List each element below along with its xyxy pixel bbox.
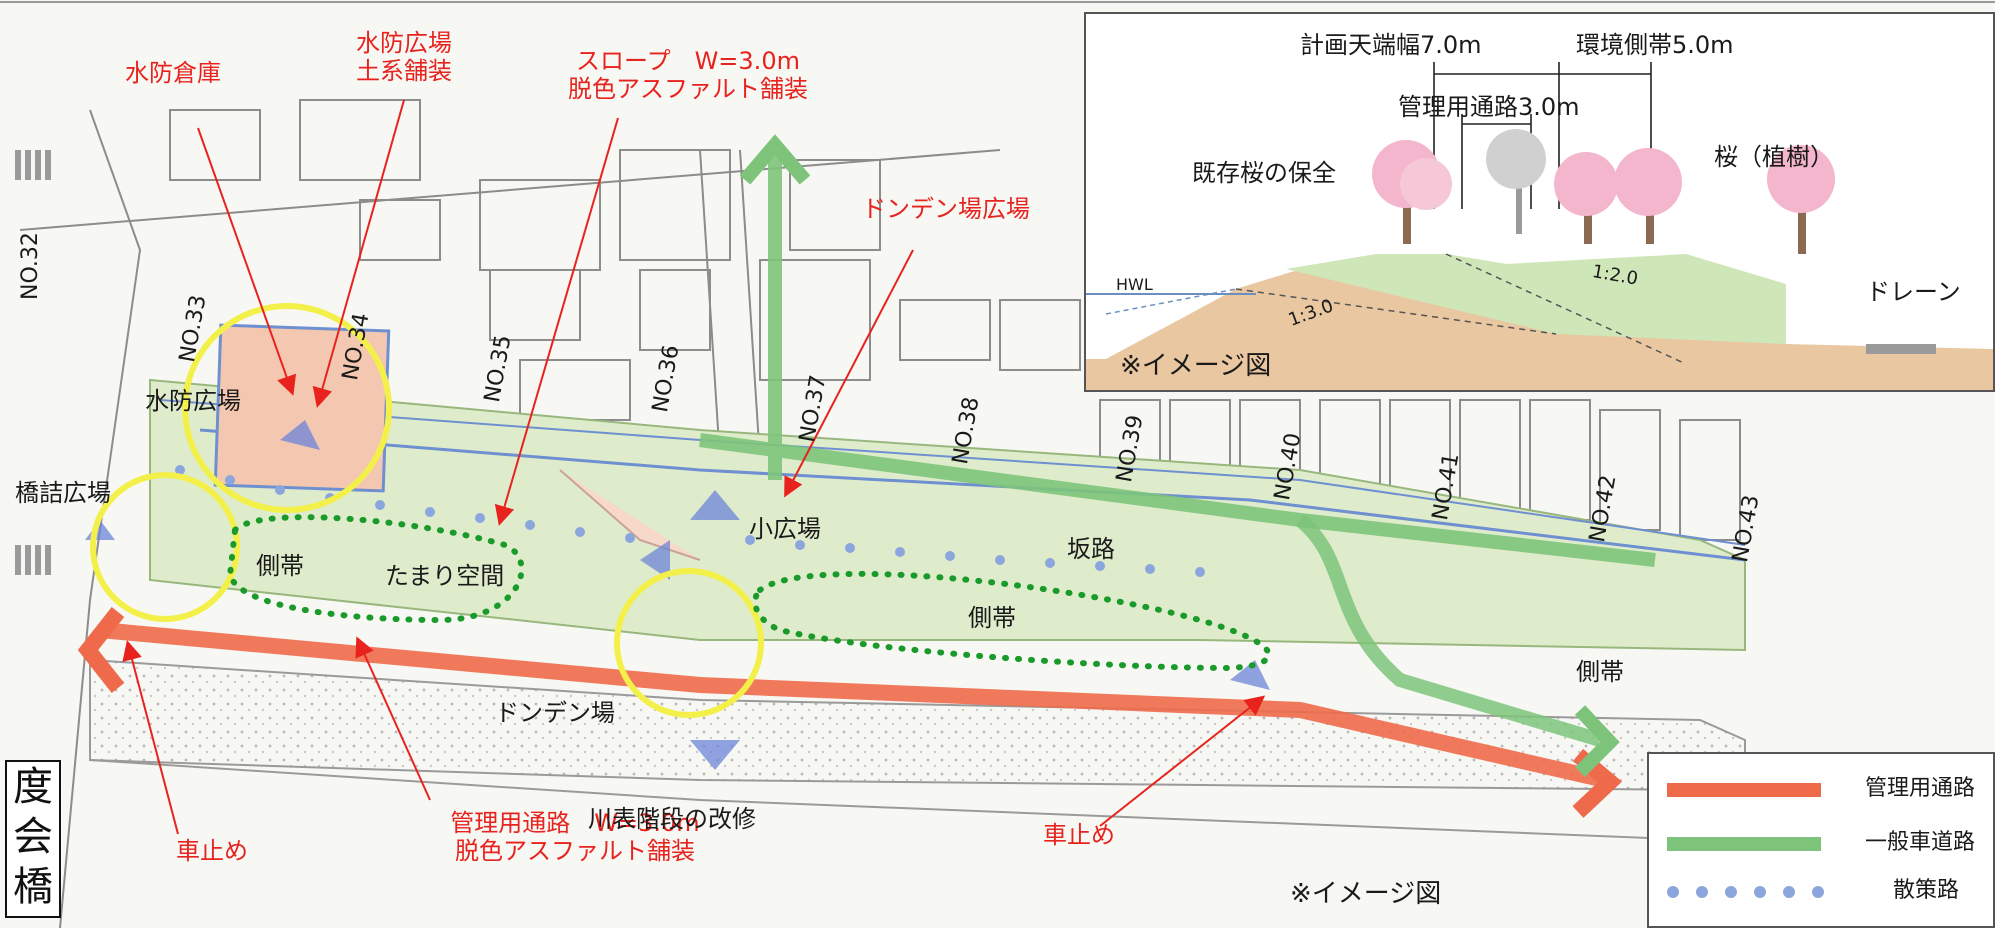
walking-path [175,465,1205,577]
callout-kanri-line1: 管理用通路 W=3.0m [450,809,700,837]
section-drain: ドレーン [1866,278,1961,306]
station-no32: NO.32 [18,232,43,300]
cross-section-inset: 計画天端幅7.0m 環境側帯5.0m 管理用通路3.0m 既存桜の保全 桜（植樹… [1084,12,1995,392]
cross-section-drawing [1086,62,1993,390]
section-top-width: 計画天端幅7.0m [1300,31,1482,59]
callout-kurumadome-left: 車止め [176,837,248,865]
callout-slope: スロープ W=3.0m 脱色アスファルト舗装 [538,47,838,103]
section-existing-sakura: 既存桜の保全 [1192,159,1336,187]
legend-swatches [1667,783,1824,898]
area-sokutai-3: 側帯 [1576,658,1624,686]
callout-suibou-hiroba: 水防広場 土系舗装 [344,29,464,85]
bridge-char-3: 橋 [13,864,53,910]
area-kaidan: 川表階段の改修 [588,805,756,833]
bridge-name-box: 度 会 橋 [5,760,61,918]
callout-suibou-souko: 水防倉庫 [125,59,221,87]
callout-slope-line2: 脱色アスファルト舗装 [568,74,808,103]
area-sokutai-1: 側帯 [256,552,304,580]
callout-slope-line1: スロープ W=3.0m [576,47,800,75]
area-sakamichi: 坂路 [1067,535,1115,563]
crosswalk [15,150,51,575]
section-env-belt: 環境側帯5.0m [1576,31,1734,59]
area-suibou-hiroba: 水防広場 [145,387,241,415]
section-image-note: ※イメージ図 [1120,351,1272,381]
legend: 管理用通路 一般車道路 散策路 [1647,752,1995,928]
legend-swatch-walking [1667,886,1824,898]
area-ko-hiroba: 小広場 [749,515,821,543]
callout-suibou-hiroba-line1: 水防広場 [356,29,452,57]
callout-leaders [122,99,1266,835]
callout-kanri-line2: 脱色アスファルト舗装 [455,836,695,865]
focus-circles [90,303,764,718]
area-hashizume-hiroba: 橋詰広場 [15,479,111,507]
callout-donden-hiroba: ドンデン場広場 [862,195,1030,223]
bridge-char-2: 会 [13,814,53,860]
sakura-trees [1372,129,1835,254]
plan-image-note: ※イメージ図 [1290,879,1442,909]
management-road-line [99,622,1607,788]
section-mgmt-road: 管理用通路3.0m [1398,93,1580,121]
legend-label-general: 一般車道路 [1865,830,1976,855]
callout-kurumadome-right: 車止め [1043,821,1115,849]
legend-label-management: 管理用通路 [1865,776,1976,801]
callout-kanri-road: 管理用通路 W=3.0m 脱色アスファルト舗装 [420,809,730,865]
sokutai-outlines [226,514,1272,672]
area-donden: ドンデン場 [495,699,615,727]
bridge-char-1: 度 [13,764,53,810]
legend-label-walking: 散策路 [1893,878,1960,903]
section-hwl: HWL [1116,275,1153,294]
area-tamari: たまり空間 [385,562,505,590]
callout-suibou-hiroba-line2: 土系舗装 [356,56,452,85]
section-planted-sakura: 桜（植樹） [1714,143,1834,171]
area-sokutai-2: 側帯 [968,604,1016,632]
